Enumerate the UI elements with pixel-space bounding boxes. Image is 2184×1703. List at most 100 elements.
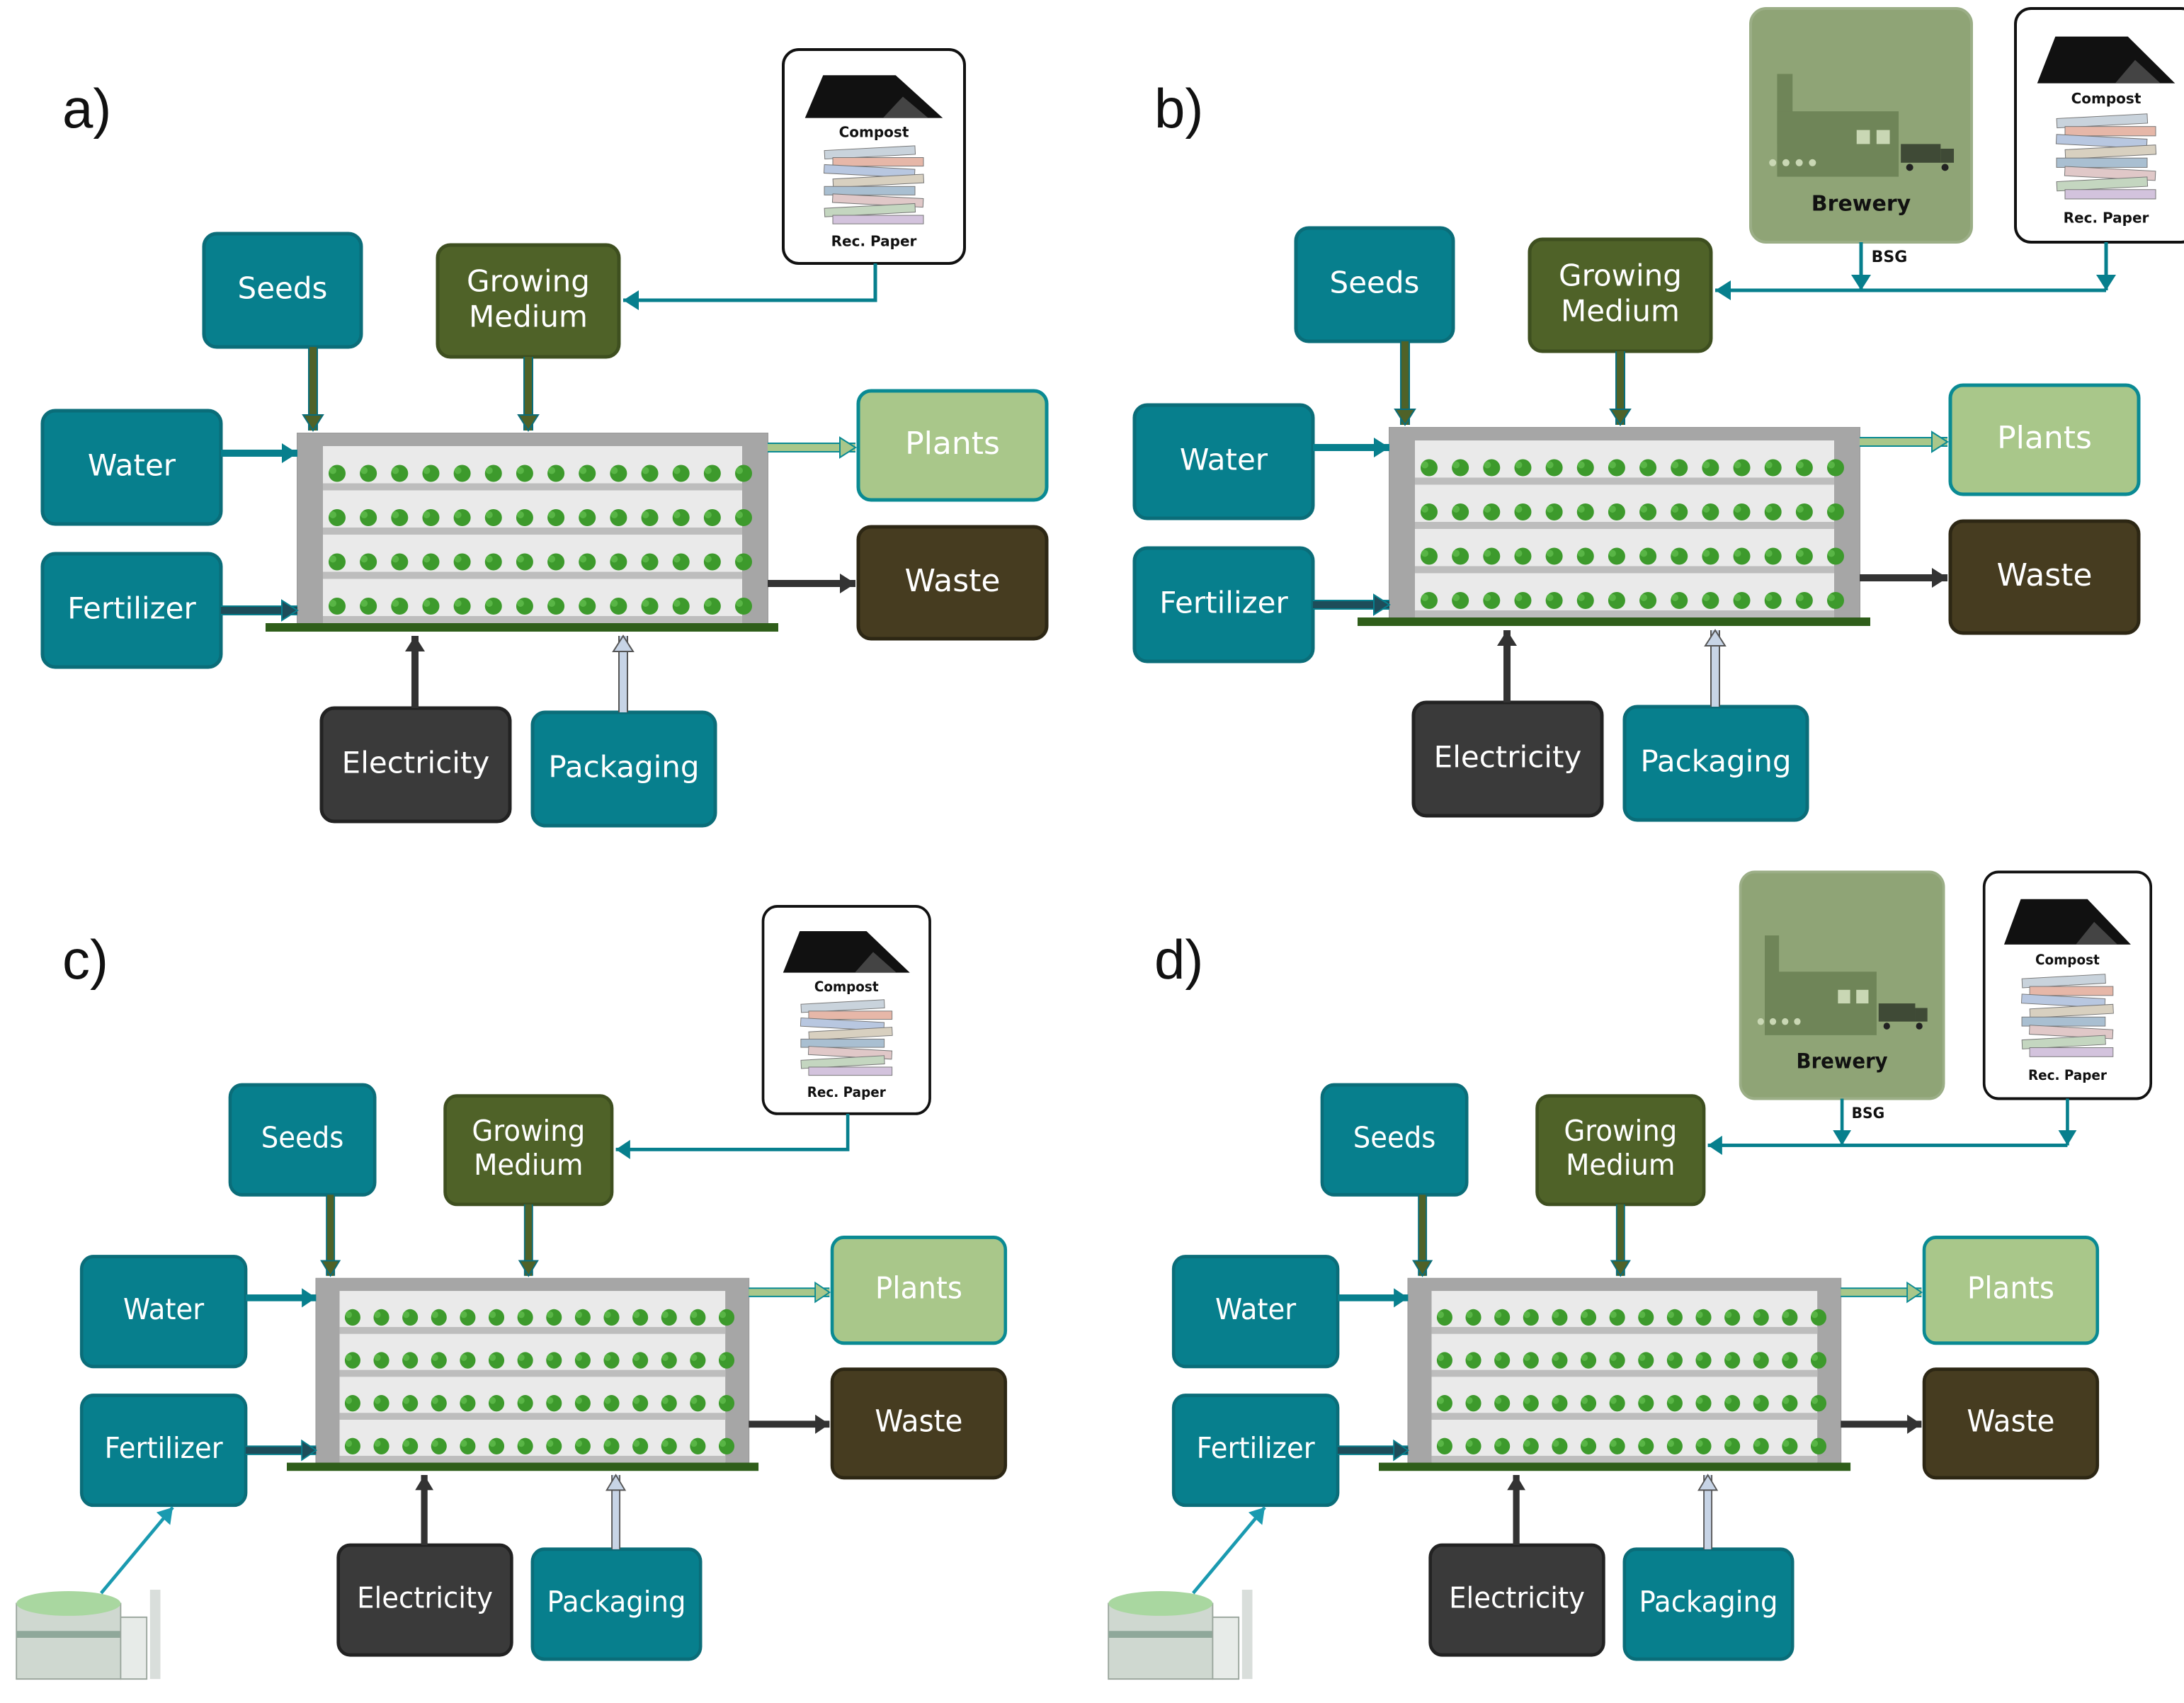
- plant-icon: [1753, 1437, 1769, 1454]
- plant-icon: [661, 1395, 677, 1412]
- plant-icon: [1795, 592, 1813, 609]
- plant-icon: [460, 1395, 476, 1412]
- biogas-to-fertilizer-arrow: [100, 1506, 174, 1595]
- vertical-farm-rack: [266, 433, 778, 632]
- plant-icon: [579, 553, 596, 571]
- plant-icon: [1639, 592, 1657, 609]
- fertilizer-box-label: Fertilizer: [67, 591, 196, 626]
- plant-icon: [516, 465, 533, 482]
- plant-icon: [603, 1352, 620, 1369]
- paper-stack-icon: [2021, 974, 2114, 1057]
- plant-icon: [1580, 1395, 1597, 1412]
- plant-icon: [1638, 1395, 1654, 1412]
- plant-icon: [1608, 459, 1625, 477]
- water-box-label: Water: [123, 1293, 205, 1326]
- water-arrow: [221, 443, 297, 463]
- packaging-arrow: [1704, 629, 1727, 707]
- plants-arrow: [749, 1281, 831, 1304]
- compost-to-medium-line: [623, 263, 877, 310]
- plant-icon: [1695, 1395, 1712, 1412]
- plant-icon: [1733, 592, 1751, 609]
- plant-icon: [1465, 1309, 1481, 1326]
- plant-icon: [344, 1395, 360, 1412]
- bsg-line: [1851, 242, 1871, 290]
- growing-medium-box-label: Medium: [1561, 293, 1680, 328]
- plant-icon: [517, 1309, 533, 1326]
- plant-icon: [1576, 592, 1594, 609]
- plant-icon: [402, 1437, 419, 1454]
- seeds-box-label: Seeds: [238, 271, 328, 306]
- plants-box: Plants: [1922, 1236, 2100, 1345]
- plant-icon: [431, 1309, 447, 1326]
- plant-icon: [484, 465, 502, 482]
- plant-icon: [1576, 547, 1594, 565]
- plant-icon: [484, 509, 502, 526]
- compost-label: Compost: [839, 123, 909, 140]
- waste-arrow: [1860, 568, 1947, 588]
- plant-icon: [1421, 592, 1438, 609]
- plant-icon: [1421, 459, 1438, 477]
- electricity-box: Electricity: [1411, 700, 1604, 818]
- plant-icon: [1724, 1437, 1741, 1454]
- plant-icon: [603, 1437, 620, 1454]
- plant-icon: [1638, 1352, 1654, 1369]
- plant-icon: [1514, 592, 1532, 609]
- plant-icon: [1671, 592, 1688, 609]
- plant-icon: [547, 509, 565, 526]
- plant-icon: [373, 1309, 389, 1326]
- plant-icon: [547, 598, 565, 615]
- plant-icon: [1795, 459, 1813, 477]
- electricity-arrow: [405, 636, 425, 708]
- plants-box-label: Plants: [1997, 420, 2092, 456]
- plant-icon: [1545, 547, 1563, 565]
- plant-icon: [1702, 459, 1719, 477]
- electricity-arrow: [1507, 1475, 1525, 1546]
- plant-icon: [1494, 1352, 1511, 1369]
- plant-icon: [391, 553, 409, 571]
- plant-icon: [672, 598, 690, 615]
- plant-icon: [690, 1437, 706, 1454]
- electricity-box: Electricity: [1428, 1543, 1605, 1657]
- plant-icon: [1609, 1309, 1625, 1326]
- growing-medium-box-label: Growing: [467, 264, 590, 299]
- plant-icon: [641, 598, 659, 615]
- plant-icon: [422, 465, 440, 482]
- water-box: Water: [40, 409, 223, 526]
- waste-box-label: Waste: [1967, 1403, 2054, 1439]
- waste-box-label: Waste: [1997, 557, 2093, 593]
- bsg-to-medium-line: [1715, 280, 2106, 300]
- electricity-box-label: Electricity: [357, 1581, 493, 1614]
- plant-icon: [610, 465, 627, 482]
- plant-icon: [641, 465, 659, 482]
- plant-icon: [453, 553, 471, 571]
- plant-icon: [546, 1309, 562, 1326]
- plant-icon: [1695, 1437, 1712, 1454]
- plant-icon: [672, 553, 690, 571]
- plant-icon: [1702, 503, 1719, 520]
- fertilizer-box-label: Fertilizer: [105, 1432, 224, 1465]
- plant-icon: [1608, 592, 1625, 609]
- plant-icon: [1436, 1437, 1452, 1454]
- plant-icon: [1702, 547, 1719, 565]
- plant-icon: [1452, 503, 1469, 520]
- plant-icon: [453, 465, 471, 482]
- water-box: Water: [79, 1255, 248, 1369]
- plant-icon: [1514, 459, 1532, 477]
- biogas-plant-icon: [1108, 1590, 1253, 1680]
- plant-icon: [360, 509, 377, 526]
- plant-icon: [1436, 1309, 1452, 1326]
- plant-icon: [1724, 1309, 1741, 1326]
- plant-icon: [1671, 547, 1688, 565]
- plant-icon: [1827, 459, 1844, 477]
- plant-icon: [1545, 592, 1563, 609]
- plant-icon: [1810, 1352, 1827, 1369]
- plant-icon: [603, 1395, 620, 1412]
- plant-icon: [453, 598, 471, 615]
- plant-icon: [610, 509, 627, 526]
- plant-icon: [1514, 547, 1532, 565]
- plant-icon: [488, 1309, 505, 1326]
- growing-medium-box-label: Growing: [1564, 1115, 1677, 1148]
- plant-icon: [641, 509, 659, 526]
- plant-icon: [391, 598, 409, 615]
- plant-icon: [1483, 503, 1501, 520]
